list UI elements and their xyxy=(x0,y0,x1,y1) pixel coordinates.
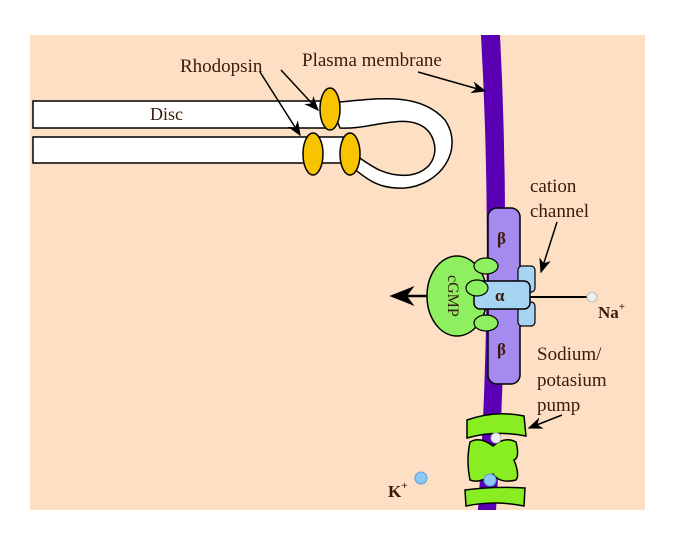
beta-top-label: β xyxy=(497,229,506,248)
rhodopsin-1 xyxy=(319,87,341,131)
cation-channel-arrow xyxy=(539,221,558,274)
beta-bottom-label: β xyxy=(497,340,506,359)
pump-label-1: Sodium/ xyxy=(537,344,602,365)
k-ion xyxy=(414,471,428,485)
k-ion-pump xyxy=(483,473,497,487)
na-ion-pump xyxy=(490,432,502,444)
disc-label: Disc xyxy=(150,104,183,124)
pump-label-3: pump xyxy=(537,395,580,416)
plasma-membrane-arrow xyxy=(417,71,487,94)
na-label: Na+ xyxy=(598,301,625,322)
alpha-label: α xyxy=(495,286,505,305)
disc-lower xyxy=(32,136,344,164)
pump-label-2: potasium xyxy=(537,370,607,391)
cation-channel-label-1: cation xyxy=(530,176,577,197)
cation-channel-label-2: channel xyxy=(530,201,589,222)
rhodopsin-2 xyxy=(302,132,324,176)
rhodopsin-3 xyxy=(339,132,361,176)
rhodopsin-arrow-2 xyxy=(259,71,301,137)
cgmp-binding-1 xyxy=(473,257,499,275)
plasma-membrane-label: Plasma membrane xyxy=(302,50,442,71)
na-ion xyxy=(586,291,598,303)
pump-top xyxy=(466,413,527,439)
rhodopsin-label: Rhodopsin xyxy=(180,56,263,77)
pump-arrow xyxy=(527,414,563,429)
rhodopsin-arrow-1 xyxy=(280,69,320,112)
cgmp-binding-3 xyxy=(473,314,499,332)
cgmp-binding-2 xyxy=(465,279,489,297)
pump-bottom xyxy=(464,486,526,507)
pump-middle xyxy=(467,439,519,482)
cgmp-label: cGMP xyxy=(444,275,461,317)
k-label: K+ xyxy=(388,480,408,501)
